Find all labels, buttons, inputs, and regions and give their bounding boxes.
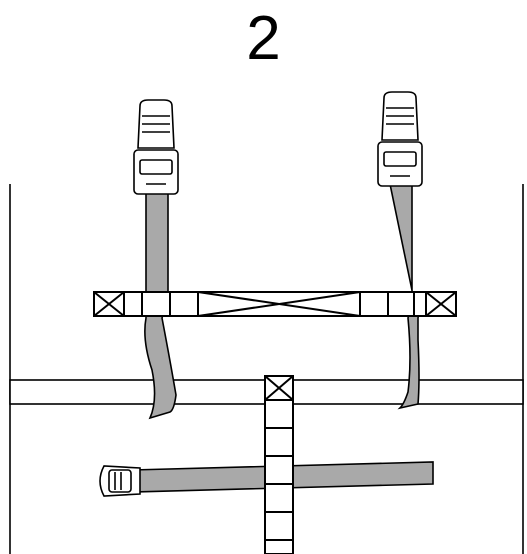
side-release-buckle-icon bbox=[377, 91, 423, 187]
step-number: 2 bbox=[246, 4, 281, 73]
ladder-over-strap bbox=[264, 455, 294, 513]
side-release-buckle-icon bbox=[133, 99, 179, 195]
case-outline bbox=[9, 184, 524, 554]
upper-crossbar bbox=[93, 291, 457, 317]
cam-buckle-icon bbox=[99, 465, 141, 497]
